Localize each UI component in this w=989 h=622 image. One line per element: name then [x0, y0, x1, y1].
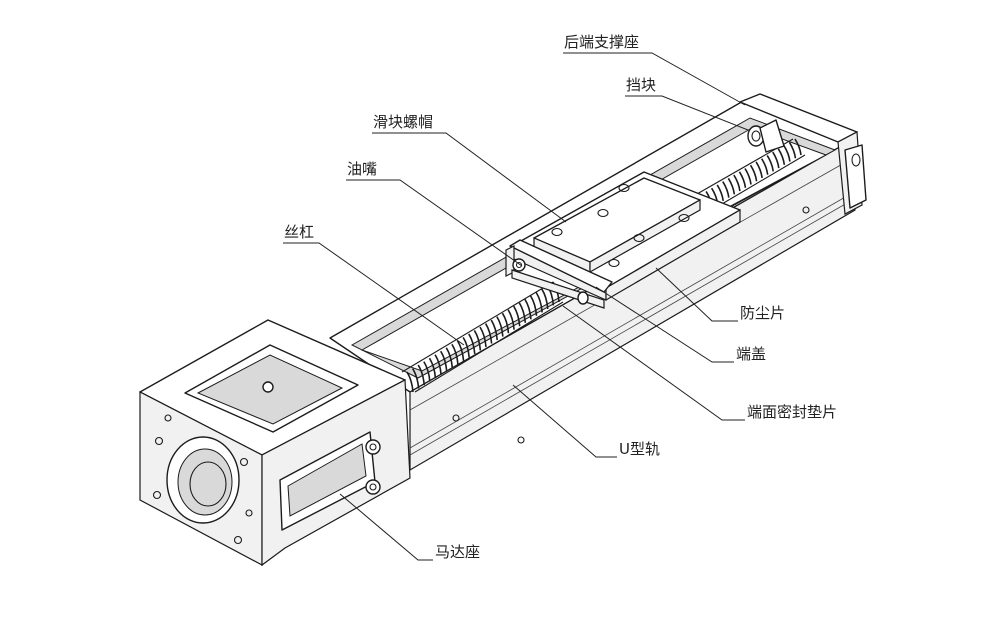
label-end-cap: 端盖: [736, 345, 766, 363]
label-u-rail: U型轨: [619, 440, 660, 458]
screw-thread: [794, 138, 802, 156]
label-dust-cover: 防尘片: [740, 304, 785, 322]
screw-thread: [423, 361, 431, 382]
screw-thread: [451, 343, 459, 365]
labels: 后端支撑座 挡块 滑块螺帽 油嘴 丝杠 防尘片 端盖 端面密封垫片 U型轨 马达…: [284, 33, 837, 561]
screw-thread: [772, 151, 780, 169]
screw-thread: [445, 347, 454, 368]
screw-thread: [755, 161, 763, 179]
screw-thread: [733, 174, 741, 192]
screw-thread: [722, 181, 730, 198]
label-stopper: 挡块: [626, 76, 656, 94]
screw-thread: [473, 330, 482, 351]
label-slider-nut: 滑块螺帽: [373, 113, 433, 131]
screw-thread: [484, 323, 493, 344]
screw-thread: [541, 288, 549, 309]
screw-thread: [749, 164, 758, 182]
leader-lines: [283, 52, 749, 561]
screw-thread: [479, 326, 487, 348]
stopper: [747, 119, 785, 153]
slider-carriage: [505, 171, 741, 309]
screw-thread: [727, 177, 736, 195]
screw-thread: [411, 368, 420, 389]
screw-thread: [428, 357, 437, 379]
screw-thread: [507, 309, 515, 330]
screw-thread: [406, 371, 414, 393]
screw-thread: [513, 305, 521, 327]
screw-thread: [535, 291, 543, 313]
motor-mount: [139, 319, 411, 567]
label-lead-screw: 丝杠: [284, 223, 314, 241]
screw-thread: [434, 354, 442, 375]
screw-thread: [744, 168, 752, 185]
screw-thread: [529, 295, 538, 316]
screw-thread: [456, 340, 465, 361]
screw-thread: [777, 148, 786, 165]
screw-thread: [501, 312, 510, 334]
screw-thread: [524, 298, 532, 320]
screw-thread: [788, 141, 797, 159]
label-rear-support-seat: 后端支撑座: [564, 33, 639, 51]
screw-thread: [462, 336, 470, 358]
screw-thread: [490, 319, 499, 341]
screw-thread: [738, 171, 747, 188]
screw-thread: [760, 158, 769, 175]
label-grease-nipple: 油嘴: [347, 160, 377, 178]
screw-thread: [766, 154, 775, 172]
screw-thread: [518, 302, 527, 323]
screw-thread: [783, 145, 791, 162]
screw-thread: [440, 350, 448, 372]
screw-thread: [496, 316, 504, 337]
screw-thread: [417, 364, 426, 386]
label-end-seal-gasket: 端面密封垫片: [747, 403, 837, 421]
lead-screw: [401, 138, 806, 393]
rear-support-seat: [739, 93, 867, 215]
screw-thread: [468, 333, 476, 354]
screw-thread: [716, 184, 725, 201]
label-motor-mount: 马达座: [435, 543, 480, 561]
